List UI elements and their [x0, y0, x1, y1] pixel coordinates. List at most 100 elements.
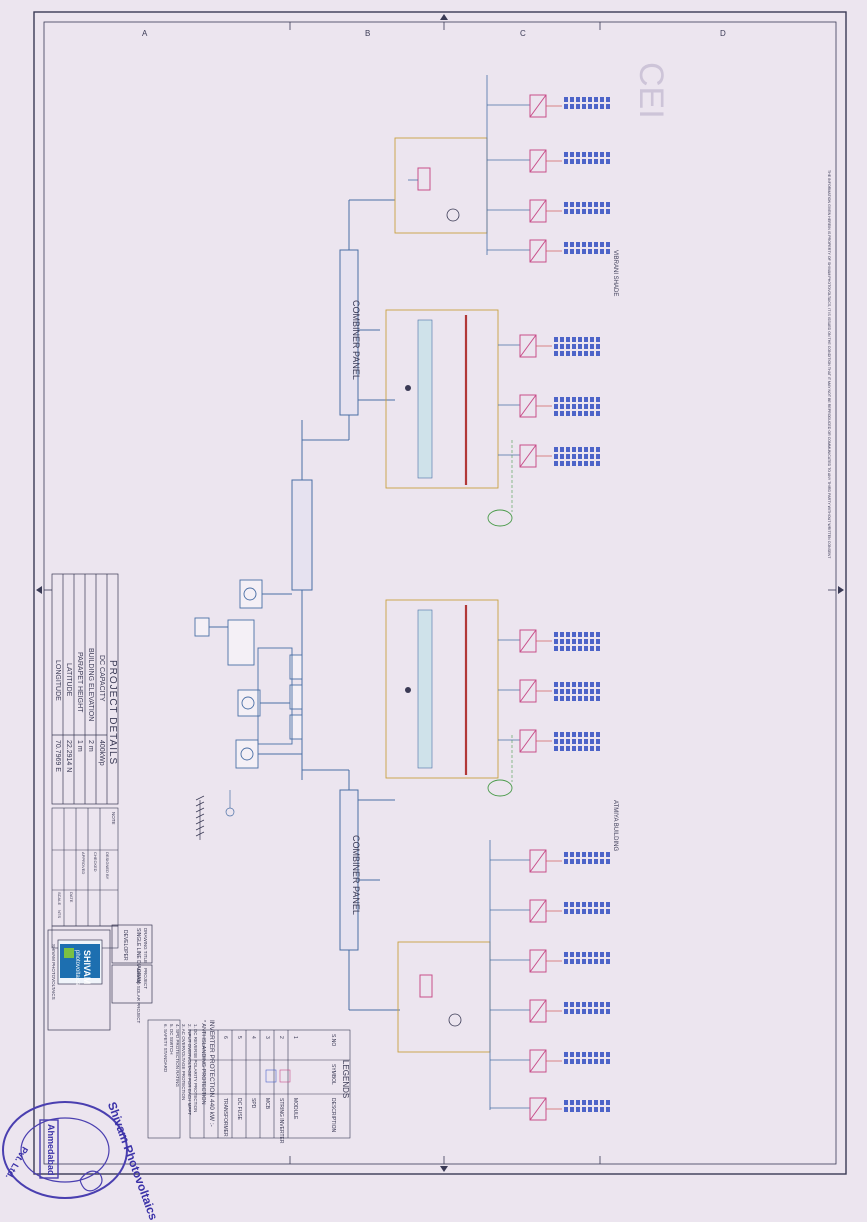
pv-module	[588, 1059, 592, 1064]
pv-module	[594, 159, 598, 164]
pd-label-2: PARAPET HEIGHT	[76, 652, 83, 713]
pv-module	[554, 337, 558, 342]
pv-module	[594, 852, 598, 857]
pv-module	[582, 152, 586, 157]
pv-module	[578, 639, 582, 644]
pv-module	[570, 202, 574, 207]
pv-module	[590, 739, 594, 744]
earth-pit	[487, 779, 513, 797]
pv-module	[600, 97, 604, 102]
pv-module	[600, 1052, 604, 1057]
pv-module	[590, 632, 594, 637]
pv-module	[554, 682, 558, 687]
inverter-protection-subtitle: * ANTI ISLANDING PROTECTION	[200, 1020, 206, 1105]
pv-module	[588, 909, 592, 914]
pv-module	[560, 447, 564, 452]
pv-module	[578, 454, 582, 459]
pv-module	[588, 242, 592, 247]
pv-module	[584, 732, 588, 737]
grid-label: C	[520, 29, 526, 38]
pv-module	[564, 202, 568, 207]
pv-module	[566, 404, 570, 409]
pv-module	[572, 739, 576, 744]
date-label: DATE	[69, 892, 74, 903]
pv-module	[606, 209, 610, 214]
legend-no: 4	[250, 1036, 256, 1039]
pv-module	[570, 952, 574, 957]
pv-module	[578, 696, 582, 701]
combiner-panel-right-label: COMBINER PANEL	[351, 300, 361, 380]
pd-label-1: BUILDING ELEVATION	[87, 648, 94, 722]
pv-module	[594, 242, 598, 247]
pv-module	[564, 1107, 568, 1112]
pv-module	[572, 344, 576, 349]
pv-module	[578, 447, 582, 452]
inverter-diagonal	[529, 149, 547, 173]
notes-label: NOTE	[111, 812, 116, 825]
pv-module	[554, 461, 558, 466]
approved-label: APPROVED	[81, 852, 86, 875]
pv-module	[572, 646, 576, 651]
pv-module	[594, 202, 598, 207]
revision-block	[51, 807, 119, 949]
company-brand: SHIVAM	[82, 950, 92, 985]
pv-module	[560, 461, 564, 466]
pv-module	[554, 732, 558, 737]
pv-module	[596, 632, 600, 637]
pv-module	[588, 97, 592, 102]
pv-module	[576, 1052, 580, 1057]
pv-module	[584, 682, 588, 687]
lt-panel-atmiya-bottom	[397, 941, 491, 1053]
company-seal	[2, 1101, 128, 1199]
earth-pit	[487, 509, 513, 527]
pv-module	[578, 344, 582, 349]
pv-module	[566, 689, 570, 694]
pv-module	[582, 202, 586, 207]
pv-module	[596, 454, 600, 459]
pv-module	[594, 1009, 598, 1014]
pv-module	[578, 646, 582, 651]
inverter-diagonal	[519, 444, 537, 468]
protection-item: 1. DC REVERSE POLARITY PROTECTION	[193, 1024, 198, 1113]
pv-module	[572, 397, 576, 402]
pv-module	[566, 397, 570, 402]
legend-col-desc: DESCRIPTION	[330, 1098, 336, 1133]
pd-value-4: 70.7969 E	[54, 740, 61, 772]
pv-module	[606, 104, 610, 109]
pv-module	[600, 909, 604, 914]
pv-module	[588, 1052, 592, 1057]
inverter-diagonal	[529, 94, 547, 118]
inverter-protection-title: INVERTER PROTECTION 440 kW :-	[208, 1020, 215, 1127]
protection-item: 2. INPUT OVERVOLTAGE FOR EACH MPPT	[187, 1024, 192, 1116]
protection-item: 6. SAFETY STANDARD	[163, 1024, 168, 1073]
pv-module	[600, 1100, 604, 1105]
pv-module	[582, 97, 586, 102]
pv-module	[582, 209, 586, 214]
pv-module	[582, 902, 586, 907]
pv-module	[582, 159, 586, 164]
ac-feeders	[291, 199, 400, 1011]
pv-module	[572, 411, 576, 416]
pv-module	[588, 209, 592, 214]
pv-module	[582, 859, 586, 864]
pv-module	[554, 646, 558, 651]
pv-module	[570, 159, 574, 164]
pv-module	[564, 1002, 568, 1007]
pv-module	[588, 104, 592, 109]
pv-module	[576, 1009, 580, 1014]
pv-module	[588, 159, 592, 164]
pv-module	[572, 454, 576, 459]
pv-module	[570, 249, 574, 254]
pv-module	[582, 1059, 586, 1064]
pv-module	[578, 632, 582, 637]
pv-module	[564, 1009, 568, 1014]
pv-module	[566, 344, 570, 349]
pv-module	[594, 959, 598, 964]
pv-module	[584, 411, 588, 416]
pv-module	[576, 1059, 580, 1064]
pv-module	[572, 632, 576, 637]
pv-module	[570, 1009, 574, 1014]
pv-module	[596, 351, 600, 356]
pv-module	[590, 344, 594, 349]
pv-module	[606, 152, 610, 157]
